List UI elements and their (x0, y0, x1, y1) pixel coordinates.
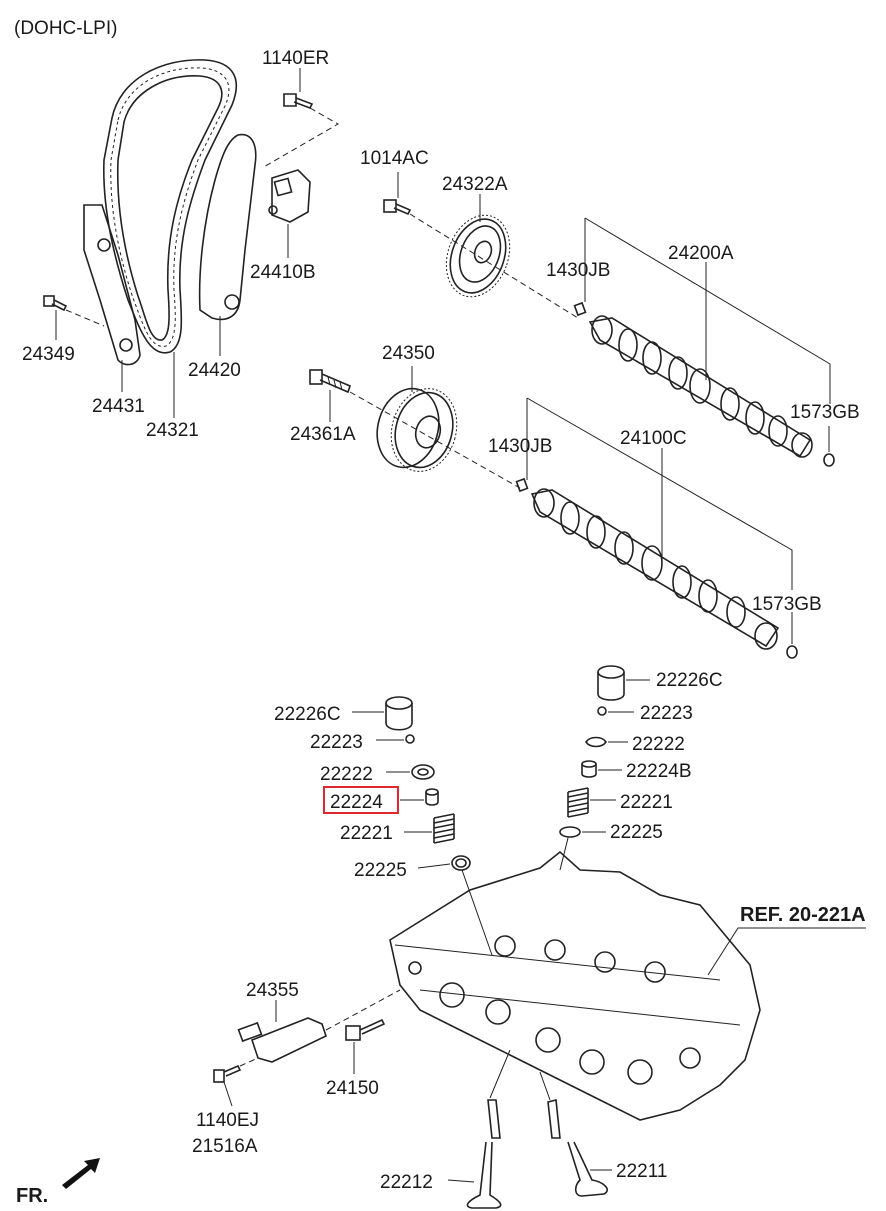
callout-22226C-left: 22226C (274, 704, 341, 725)
chain-guide-right (198, 133, 257, 321)
callout-22211: 22211 (616, 1161, 667, 1182)
callout-22224B: 22224B (626, 761, 692, 782)
highlight-box-22224 (323, 786, 399, 814)
valve-22212 (466, 1141, 502, 1209)
callout-1573GB-bottom: 1573GB (752, 594, 822, 615)
callout-24322A: 24322A (442, 174, 508, 195)
tappet-22226C-left (385, 696, 413, 731)
valve-stem-seal-22224 (425, 788, 439, 806)
callout-1014AC: 1014AC (360, 148, 429, 169)
callout-22224: 22224 (330, 792, 383, 813)
callout-1430JB-top: 1430JB (546, 260, 610, 281)
valve-stem-seal-22224B (581, 760, 597, 778)
callout-24361A: 24361A (290, 424, 356, 445)
sprocket-24322A (445, 214, 511, 298)
bolt-24150 (345, 1018, 386, 1041)
timing-chain (103, 59, 237, 354)
callout-22223-left: 22223 (310, 732, 363, 753)
tappet-22226C-right (597, 665, 625, 701)
camshaft-24100C (530, 488, 780, 650)
pin-1430JB-top (573, 301, 587, 317)
retainer-22222-right (585, 736, 607, 748)
callout-24350: 24350 (382, 343, 435, 364)
chain-guide-left (83, 204, 141, 366)
chain-tensioner (268, 169, 311, 223)
valve-spring-22221-left (433, 813, 455, 844)
callout-24100C: 24100C (620, 428, 687, 449)
callout-22222-left: 22222 (320, 764, 373, 785)
callout-22222-right: 22222 (632, 734, 685, 755)
bolt-1014AC (383, 199, 412, 216)
callout-22212: 22212 (380, 1172, 433, 1193)
cylinder-head (389, 850, 761, 1121)
callout-22225-left: 22225 (354, 860, 407, 881)
valve-guide-right (547, 1099, 561, 1139)
engine-type-label: (DOHC-LPI) (14, 18, 117, 39)
oil-control-valve-24355 (237, 989, 401, 1063)
callout-24150: 24150 (326, 1078, 379, 1099)
callout-22226C-right: 22226C (656, 670, 723, 691)
retainer-lock-22223-left (405, 734, 415, 744)
callout-1140ER: 1140ER (262, 48, 329, 69)
valve-spring-22221-right (567, 787, 589, 818)
callout-24431: 24431 (92, 396, 145, 417)
callout-22221-left: 22221 (340, 823, 393, 844)
seal-1573GB-top (823, 453, 835, 467)
callout-24200A: 24200A (668, 243, 734, 264)
callout-24355: 24355 (246, 980, 299, 1001)
callout-1140EJ: 1140EJ (196, 1110, 259, 1131)
retainer-22222-left (411, 764, 435, 780)
cvvt-sprocket-24350 (376, 387, 458, 472)
callout-22225-right: 22225 (610, 822, 663, 843)
front-direction-label: FR. (16, 1185, 48, 1207)
front-arrow-icon (62, 1158, 100, 1189)
callout-24349: 24349 (22, 344, 75, 365)
callout-24410B: 24410B (250, 262, 316, 283)
valve-22211 (567, 1141, 608, 1197)
valve-guide-left (487, 1099, 501, 1139)
callout-24321: 24321 (146, 420, 199, 441)
callout-1573GB-top: 1573GB (790, 402, 860, 423)
spring-seat-22225-right (559, 826, 581, 838)
callout-22221-right: 22221 (620, 792, 673, 813)
camshaft-24200A (588, 315, 813, 458)
pin-1430JB-bottom (515, 477, 529, 493)
retainer-lock-22223-right (597, 706, 607, 716)
callout-21516A: 21516A (192, 1136, 258, 1157)
bolt-1140EJ (213, 1064, 242, 1083)
spring-seat-22225-left (451, 855, 471, 871)
bolt-24361A (309, 369, 351, 394)
callout-1430JB-bottom: 1430JB (488, 436, 552, 457)
callout-24420: 24420 (188, 360, 241, 381)
callout-22223-right: 22223 (640, 703, 693, 724)
seal-1573GB-bottom (786, 645, 798, 659)
reference-label: REF. 20-221A (740, 904, 866, 926)
bolt-1140ER (283, 93, 314, 110)
bolt-24349 (43, 295, 68, 312)
